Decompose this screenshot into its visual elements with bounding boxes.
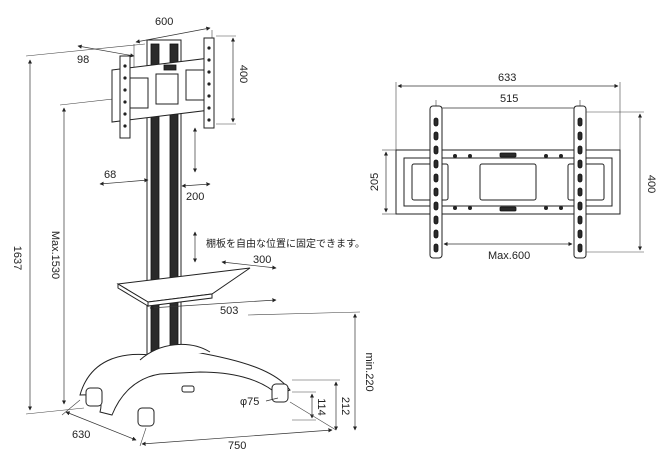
max-height-label: Max.1530: [49, 231, 61, 279]
base-height-label: 212: [339, 397, 351, 415]
bracket-depth-label: 200: [186, 191, 204, 203]
mount-rail-left: [119, 55, 131, 139]
mount-rail-right: [203, 37, 215, 129]
bracket-front-view: 633 515: [369, 72, 657, 262]
tv-stand-illustration: 1637 Max.1530 98 600 400: [11, 16, 375, 452]
dimension-caster-height: [292, 391, 316, 421]
frame-height-label: 205: [369, 173, 381, 191]
dimension-shelf-width: [149, 298, 277, 310]
rail-height-label: 400: [645, 175, 657, 193]
dimension-base-depth: [61, 399, 137, 441]
min-height-label: min.220: [363, 352, 375, 391]
dimension-mount-height: [216, 35, 236, 125]
base-depth-label: 630: [72, 429, 90, 441]
overall-height-label: 1637: [11, 246, 23, 270]
caster-diameter-label: φ75: [240, 396, 259, 408]
dimension-bracket-depth: [181, 182, 211, 188]
dimension-outer-width: [395, 82, 621, 150]
pole-offset-label: 98: [77, 54, 89, 66]
dimension-shelf-depth: [221, 260, 277, 270]
max-span-label: Max.600: [488, 250, 530, 262]
mount-height-label: 400: [237, 65, 249, 83]
base-width-label: 750: [228, 440, 246, 452]
mount-width-label: 600: [155, 16, 173, 28]
dimension-min-height: [247, 311, 361, 431]
dimension-side-offset: [99, 178, 149, 186]
shelf-width-label: 503: [220, 305, 238, 317]
side-offset-label: 68: [104, 169, 116, 181]
glass-shelf: [116, 267, 251, 307]
caster-height-label: 114: [315, 398, 327, 416]
dimension-frame-height: [382, 149, 396, 215]
shelf-note: 棚板を自由な位置に固定できます。: [206, 237, 365, 250]
shelf-depth-label: 300: [253, 254, 271, 266]
dimension-pole-offset: [77, 44, 135, 58]
rail-span-label: 515: [500, 93, 518, 105]
outer-width-label: 633: [498, 72, 516, 84]
bracket-rail-left: [429, 105, 443, 259]
bracket-rail-right: [573, 105, 587, 259]
caster-diameter-leader: [265, 397, 279, 402]
dimension-base-height: [292, 379, 340, 431]
dimension-rail-height: [586, 111, 644, 253]
caster-wheels: [85, 383, 289, 427]
dimension-base-width: [139, 401, 337, 447]
